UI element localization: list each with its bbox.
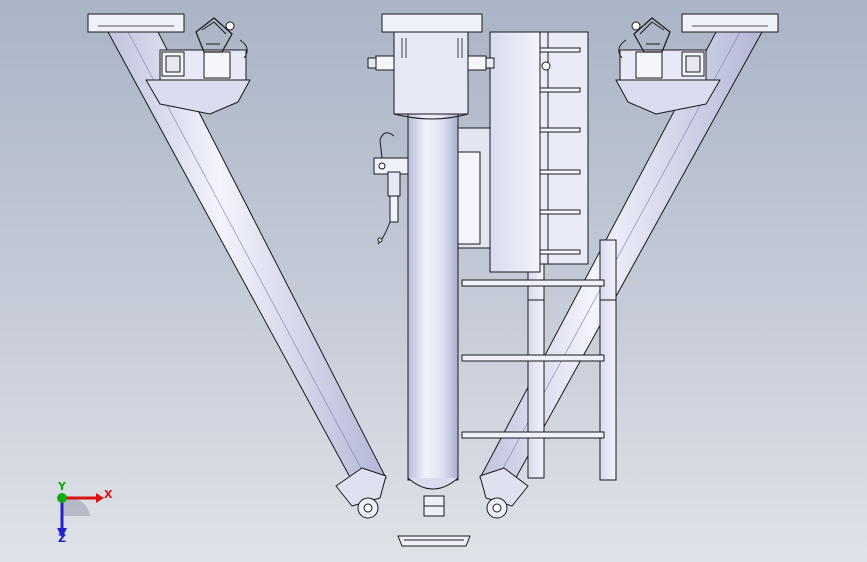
central-column[interactable] [367,13,495,517]
ladder[interactable] [461,239,617,481]
right-clamp-bracket[interactable] [615,17,721,115]
y-axis-dot [57,493,67,503]
z-axis-label: Z [58,532,66,545]
triad-shadow [62,497,90,516]
left-clamp-bracket[interactable] [145,17,251,115]
left-leg-end-eye [357,497,379,519]
column-foot-pin [423,495,445,517]
left-diagonal-leg[interactable] [87,13,387,519]
y-axis-label: Y [58,480,66,493]
coordinate-triad: X Y Z [48,480,118,546]
right-diagonal-leg[interactable] [479,13,779,519]
instrument-cabinet[interactable] [457,31,589,273]
x-axis-label: X [104,488,113,501]
base-plate [397,535,471,547]
right-leg-end-eye [486,497,508,519]
sensor-probe[interactable] [373,132,409,245]
